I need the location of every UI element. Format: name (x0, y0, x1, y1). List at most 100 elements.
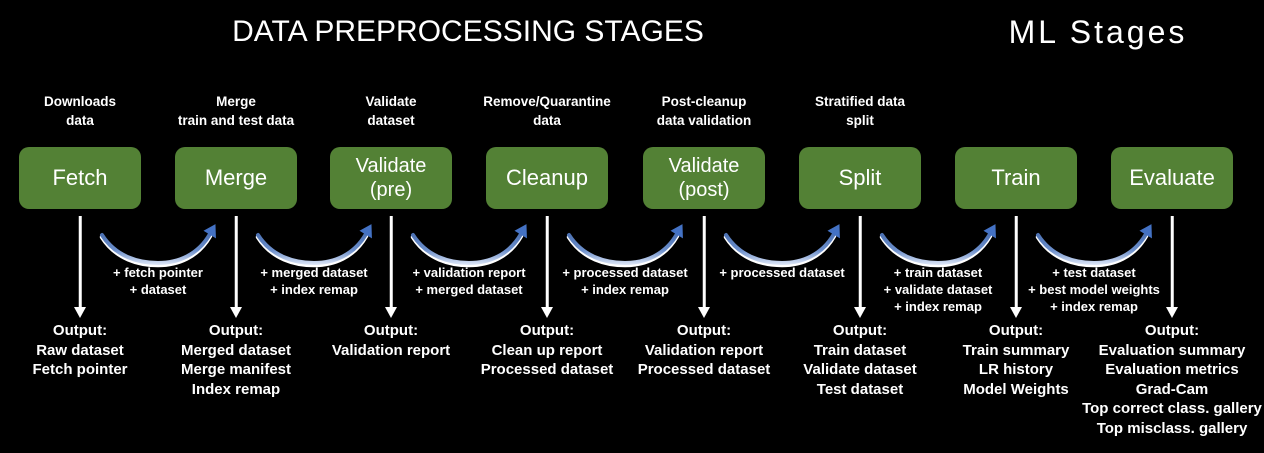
down-arrow-head (74, 307, 86, 318)
transfer-label: + validation report + merged dataset (379, 264, 559, 298)
output-line: Index remap (191, 380, 281, 398)
stage-validate-pre: Validate dataset Validate (pre) Output: … (313, 0, 469, 453)
stage-box-label: Cleanup (506, 165, 588, 190)
down-arrow-line (1014, 216, 1018, 309)
output-line: Output: (988, 322, 1044, 339)
stage-split: Stratified data split Split Output: Trai… (782, 0, 938, 453)
curved-arrow-icon (410, 224, 527, 268)
stage-box-label: Validate (668, 155, 740, 177)
transfer-fetch-merge: + fetch pointer + dataset (94, 224, 222, 316)
down-arrow-line (234, 216, 238, 309)
output-line: Merged dataset (180, 341, 292, 359)
stage-description-line: Downloads (43, 94, 116, 109)
transfer-label: + processed dataset + index remap (535, 264, 715, 298)
transfer-label-line: + train dataset (893, 265, 983, 280)
stage-outputs: Output: Clean up report Processed datase… (481, 321, 614, 380)
transfer-validate-pre-cleanup: + validation report + merged dataset (405, 224, 533, 316)
output-line: Merge manifest (180, 361, 292, 378)
stage-box-evaluate: Evaluate (1111, 147, 1233, 209)
output-line: Test dataset (816, 380, 904, 398)
curved-arrow-icon (255, 224, 372, 268)
stage-box-fetch: Fetch (19, 147, 141, 209)
transfer-cleanup-validate-post: + processed dataset + index remap (561, 224, 689, 316)
down-arrow-icon (1009, 216, 1023, 318)
down-arrow-line (702, 216, 706, 309)
stage-description-line: Validate (365, 94, 417, 109)
transfer-label-line: + merged dataset (415, 282, 523, 297)
stage-outputs: Output: Train summary LR history Model W… (963, 321, 1070, 399)
transfer-label: + test dataset + best model weights + in… (1004, 264, 1184, 315)
stage-box-validate-post: Validate (post) (643, 147, 765, 209)
down-arrow-line (78, 216, 82, 309)
stage-description-line: dataset (367, 113, 415, 128)
preprocessing-title: DATA PREPROCESSING STAGES (232, 15, 704, 48)
stage-train: Train Output: Train summary LR history M… (938, 0, 1094, 453)
output-line: LR history (978, 361, 1054, 378)
stage-description: Validate dataset (303, 92, 479, 130)
output-line: Output: (832, 322, 888, 339)
stage-description-line: Merge (216, 94, 256, 109)
down-arrow-icon (73, 216, 87, 318)
output-line: Validation report (644, 341, 764, 359)
output-line: Output: (519, 322, 575, 339)
transfer-merge-validate-pre: + merged dataset + index remap (250, 224, 378, 316)
stage-description-line: data (66, 113, 94, 128)
stage-box-label: (pre) (369, 179, 413, 201)
stage-fetch: Downloads data Fetch Output: Raw dataset… (2, 0, 158, 453)
output-line: Processed dataset (637, 361, 771, 378)
output-line: Train dataset (813, 341, 907, 359)
stage-outputs: Output: Validation report (332, 321, 450, 360)
stage-evaluate: Evaluate Output: Evaluation summary Eval… (1082, 0, 1262, 453)
output-line: Validation report (331, 341, 451, 359)
down-arrow-line (545, 216, 549, 309)
stage-description: Post-cleanup data validation (616, 92, 792, 130)
curved-arrow-icon (99, 224, 216, 268)
stage-box-validate-pre: Validate (pre) (330, 147, 452, 209)
output-line: Processed dataset (480, 361, 614, 378)
stage-box-label: Fetch (52, 165, 108, 190)
transfer-train-evaluate: + test dataset + best model weights + in… (1028, 224, 1160, 316)
curved-arrow-icon (566, 224, 683, 268)
stage-box-label: Evaluate (1129, 165, 1215, 190)
transfer-label: + fetch pointer + dataset (68, 264, 248, 298)
down-arrow-head (230, 307, 242, 318)
curved-arrow-icon (723, 224, 840, 268)
down-arrow-head (854, 307, 866, 318)
transfer-label-line: + index remap (894, 299, 982, 314)
stage-box-cleanup: Cleanup (486, 147, 608, 209)
down-arrow-icon (697, 216, 711, 318)
stage-box-label: (post) (678, 179, 730, 201)
stage-box-label: Split (838, 165, 882, 190)
output-line: Evaluation metrics (1105, 361, 1239, 378)
transfer-split-train: + train dataset + validate dataset + ind… (874, 224, 1002, 316)
stage-description: Remove/Quarantine data (459, 92, 635, 130)
stage-description: Merge train and test data (148, 92, 324, 130)
transfer-label-line: + index remap (581, 282, 669, 297)
stage-description-line: Remove/Quarantine (483, 94, 611, 109)
stage-box-merge: Merge (175, 147, 297, 209)
stage-description-line: split (846, 113, 874, 128)
output-line: Raw dataset (36, 341, 124, 359)
transfer-label: + processed dataset (692, 264, 872, 281)
down-arrow-icon (540, 216, 554, 318)
down-arrow-line (1170, 216, 1174, 309)
curved-arrow-icon (879, 224, 996, 268)
transfer-label: + train dataset + validate dataset + ind… (848, 264, 1028, 315)
stage-validate-post: Post-cleanup data validation Validate (p… (626, 0, 782, 453)
transfer-label-line: + best model weights (1028, 282, 1160, 297)
stage-outputs: Output: Merged dataset Merge manifest In… (181, 321, 291, 399)
output-line: Output: (208, 322, 264, 339)
transfer-label: + merged dataset + index remap (224, 264, 404, 298)
curved-arrow-icon (1035, 224, 1152, 268)
ml-stages-title: ML Stages (1008, 14, 1188, 50)
down-arrow-line (858, 216, 862, 309)
output-line: Grad-Cam (1135, 380, 1209, 398)
output-line: Fetch pointer (32, 361, 128, 378)
output-line: Output: (52, 322, 108, 339)
transfer-label-line: + fetch pointer (113, 265, 203, 280)
output-line: Model Weights (963, 380, 1069, 398)
stage-outputs: Output: Validation report Processed data… (638, 321, 771, 380)
output-line: Evaluation summary (1098, 341, 1246, 359)
transfer-label-line: + processed dataset (562, 265, 688, 280)
